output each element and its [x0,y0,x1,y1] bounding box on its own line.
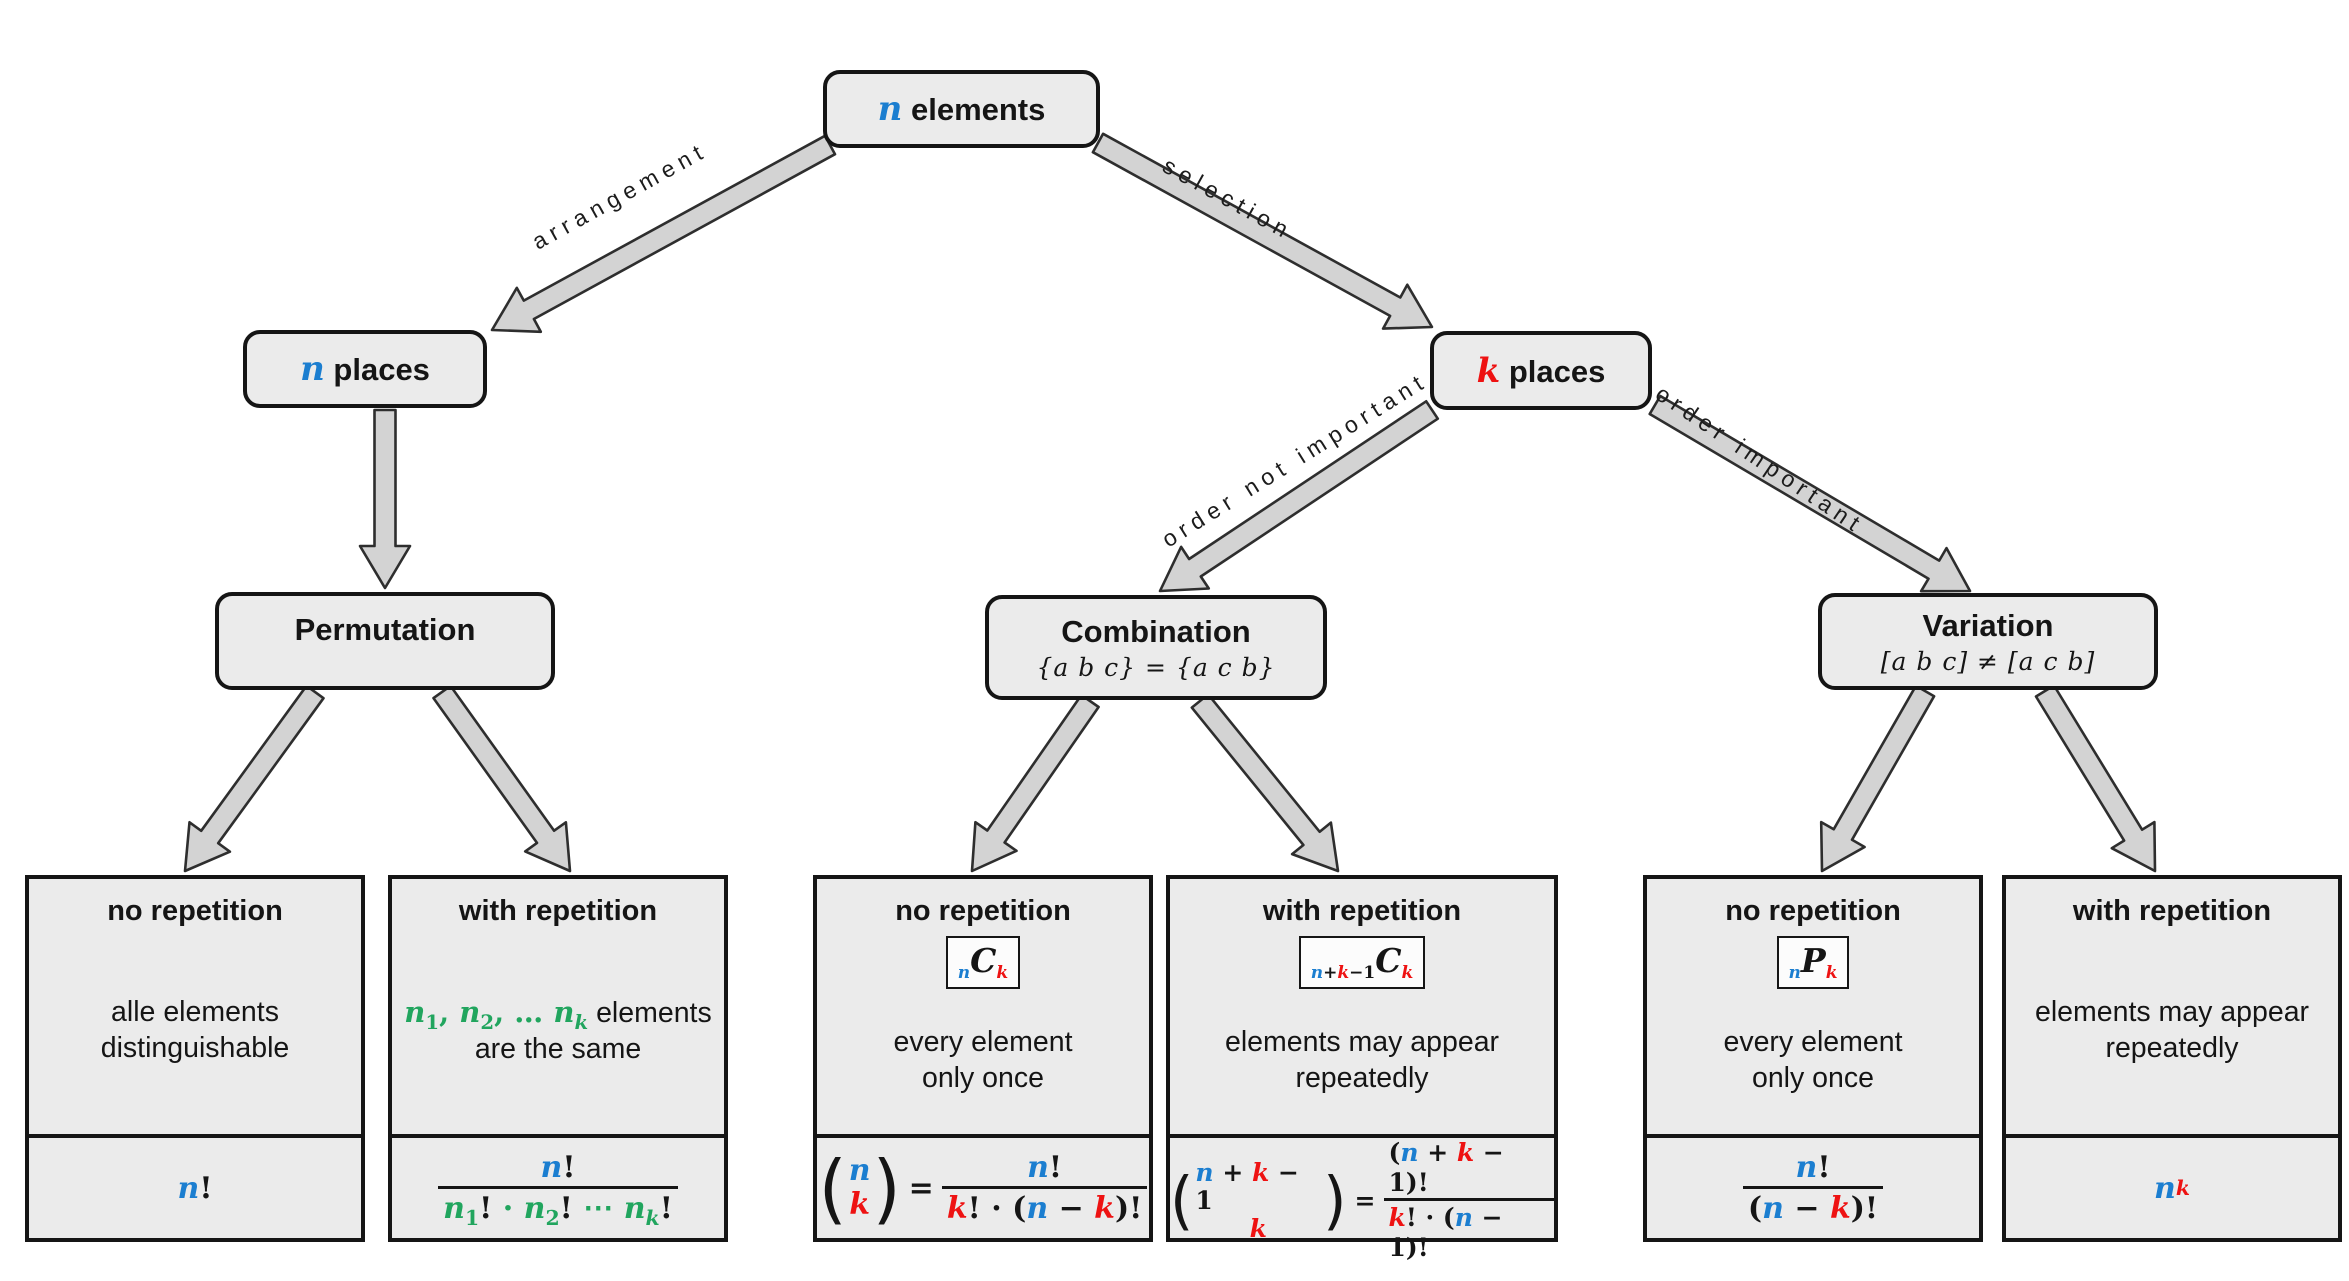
leaf-formula: n!(n − k)! [1647,1138,1979,1238]
notation-badge-nPk: nPk [1776,936,1850,989]
leaf-combination-with-repetition: with repetition n+k−1Ck elements may app… [1166,875,1558,1262]
node-n-places: n places [243,330,487,408]
leaf-title: no repetition [895,895,1071,927]
node-n-elements: n elements [823,70,1100,148]
node-title: Combination [1061,613,1251,649]
leaf-title: with repetition [458,895,658,927]
node-subtitle: {a b c} = {a c b} [1036,652,1276,682]
node-permutation: Permutation [215,592,555,690]
node-k-places: k places [1430,331,1652,410]
node-combination: Combination {a b c} = {a c b} [985,595,1327,700]
node-title: n elements [877,89,1046,129]
node-subtitle: [a b c] ≠ [a c b] [1880,646,2096,676]
leaf-title: no repetition [107,895,283,927]
notation-badge-n+k-1Ck: n+k−1Ck [1298,936,1426,989]
node-title: k places [1476,350,1606,391]
node-variation: Variation [a b c] ≠ [a c b] [1818,593,2158,690]
node-title: Permutation [294,612,476,647]
leaf-formula: n!n1! · n2! ⋯ nk! [392,1138,724,1238]
node-title: Variation [1922,607,2054,643]
leaf-title: with repetition [2072,895,2272,927]
notation-badge-nCk: nCk [945,936,1021,989]
node-title: n places [300,349,430,389]
leaf-title: no repetition [1725,895,1901,927]
leaf-formula: n! [177,1170,213,1206]
leaf-title: with repetition [1262,895,1462,927]
